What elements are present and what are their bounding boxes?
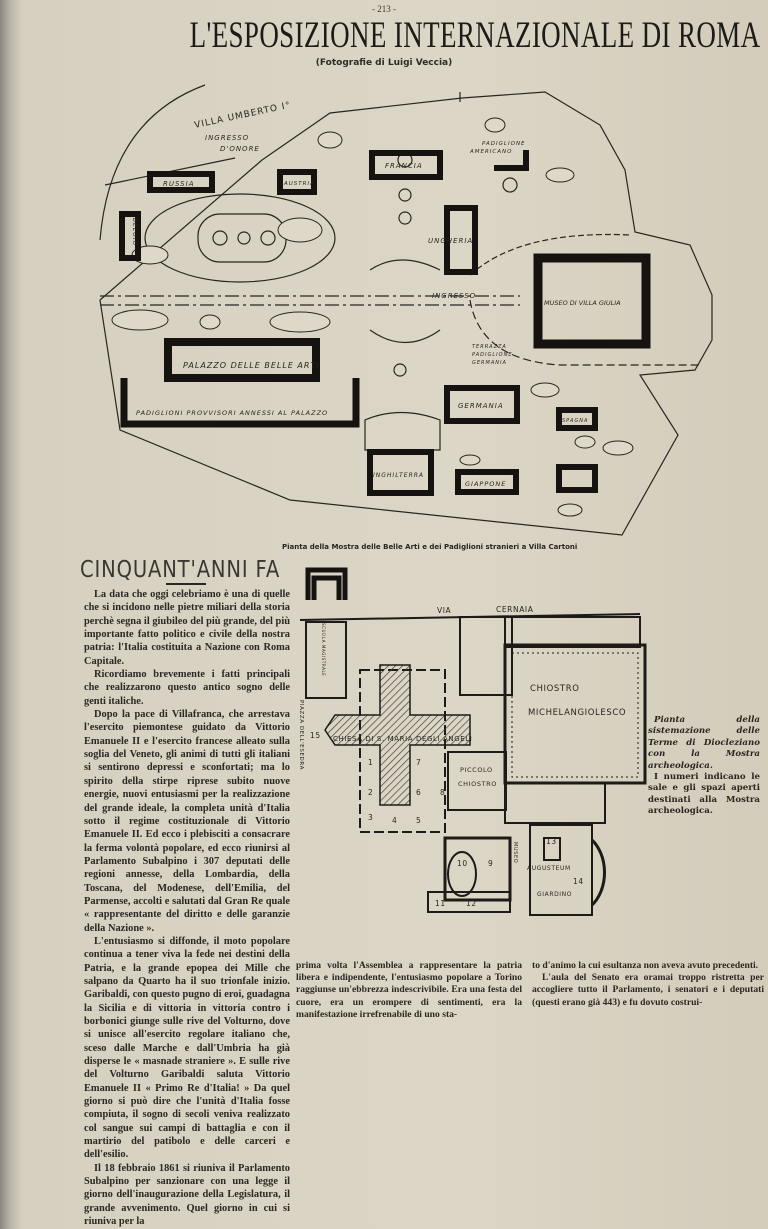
label-ingresso-onore-1: INGRESSO bbox=[205, 134, 249, 142]
label-ingresso: INGRESSO bbox=[432, 292, 476, 300]
pavilion-unnamed bbox=[556, 464, 598, 493]
palace-fine-arts bbox=[164, 338, 320, 382]
label-ungheria: UNGHERIA bbox=[428, 237, 473, 245]
plan-room-number: 2 bbox=[368, 788, 373, 797]
label-terrazza-2: PADIGLIONE bbox=[472, 352, 512, 358]
plan-room-number: 8 bbox=[440, 788, 445, 797]
temporary-pavilions bbox=[120, 378, 360, 428]
page-title-text: L'ESPOSIZIONE INTERNAZIONALE DI ROMA bbox=[189, 15, 761, 56]
pavilion-japan bbox=[455, 469, 519, 495]
plan-label-via: VIA bbox=[437, 606, 452, 615]
plan-label-chiesa: CHIESA DI S. MARIA DEGLI ANGELI bbox=[333, 735, 472, 743]
label-padiglioni: PADIGLIONI PROVVISORI ANNESSI AL PALAZZO bbox=[136, 409, 328, 417]
plan-room-number: 5 bbox=[416, 816, 421, 825]
plan-caption: Pianta della sistemazione delle Terme di… bbox=[648, 715, 760, 818]
plan-label-piccolo-chiostro: CHIOSTRO bbox=[458, 780, 497, 788]
label-americano-2: AMERICANO bbox=[469, 149, 512, 155]
label-terrazza-3: GERMANIA bbox=[472, 360, 507, 366]
plan-room-number: 9 bbox=[488, 859, 493, 868]
plan-room-number: 4 bbox=[392, 816, 397, 825]
article-column-bottom-2: to d'animo la cui esultanza non aveva av… bbox=[532, 960, 764, 1009]
label-giappone: GIAPPONE bbox=[465, 480, 506, 488]
map-pavilions bbox=[119, 150, 651, 496]
plan-room-number: 11 bbox=[435, 899, 446, 908]
pavilion-england bbox=[367, 449, 434, 496]
article-heading: CINQUANT'ANNI FA bbox=[80, 557, 281, 583]
plan-label-cernaia: CERNAIA bbox=[496, 605, 534, 614]
pavilion-america bbox=[494, 150, 529, 171]
plan-caption-paragraph: Pianta della sistemazione delle Terme di… bbox=[648, 715, 760, 771]
plan-label-piccolo: PICCOLO bbox=[460, 766, 493, 774]
plan-room-number: 13 bbox=[546, 837, 557, 846]
article-paragraph: prima volta l'Assemblea a rappresentare … bbox=[296, 960, 522, 1020]
article-paragraph: to d'animo la cui esultanza non aveva av… bbox=[532, 960, 759, 971]
map-caption: Pianta della Mostra delle Belle Arti e d… bbox=[282, 543, 578, 551]
floor-plan: VIA CERNAIA CHIOSTRO MICHELANGIOLESCO CH… bbox=[298, 567, 647, 916]
page-number: - 213 - bbox=[372, 4, 396, 14]
plan-room-number: 6 bbox=[416, 788, 421, 797]
plan-room-number: 15 bbox=[310, 731, 321, 740]
plan-room-number: 3 bbox=[368, 813, 373, 822]
pavilion-russia bbox=[147, 171, 215, 193]
map-gardens bbox=[111, 117, 634, 517]
label-palazzo: PALAZZO DELLE BELLE ARTI bbox=[183, 361, 320, 370]
pavilion-spain bbox=[556, 407, 598, 431]
pavilion-germany bbox=[444, 385, 520, 424]
plan-room-number: 12 bbox=[466, 899, 477, 908]
article-paragraph: L'entusiasmo si diffonde, il moto popola… bbox=[84, 935, 290, 1161]
pavilion-hungary bbox=[444, 205, 478, 275]
pavilion-belgium bbox=[119, 211, 141, 261]
plan-room-number: 1 bbox=[368, 758, 373, 767]
page-title: L'ESPOSIZIONE INTERNAZIONALE DI ROMA bbox=[84, 14, 761, 57]
article-paragraph: L'aula del Senato era oramai troppo rist… bbox=[532, 972, 764, 1008]
article-paragraph: Ricordiamo brevemente i fatti principali… bbox=[84, 669, 290, 707]
label-terrazza-1: TERRAZZA bbox=[472, 344, 507, 350]
label-austria: AUSTRIA bbox=[283, 181, 315, 187]
museum-villa-giulia bbox=[533, 253, 651, 349]
plan-label-museo: MUSEO bbox=[512, 842, 518, 863]
label-villa-umberto: VILLA UMBERTO I° bbox=[194, 101, 292, 131]
label-americano-1: PADIGLIONE bbox=[482, 141, 526, 147]
plan-label-piazza: PIAZZA DELL'ESEDRA bbox=[298, 700, 304, 770]
label-francia: FRANCIA bbox=[385, 162, 423, 170]
heading-divider bbox=[166, 583, 206, 585]
plan-caption-paragraph: I numeri indicano le sale e gli spazi ap… bbox=[648, 772, 760, 817]
label-inghilterra: INGHILTERRA bbox=[373, 472, 424, 479]
plan-label-michelangiolesco: MICHELANGIOLESCO bbox=[528, 708, 626, 718]
pavilion-france bbox=[369, 150, 443, 180]
photo-credit: (Fotografie di Luigi Veccia) bbox=[315, 58, 453, 68]
label-spagna: SPAGNA bbox=[562, 418, 588, 424]
article-paragraph: La data che oggi celebriamo è una di que… bbox=[84, 589, 290, 667]
plan-label-augusteum: AUGUSTEUM bbox=[527, 865, 571, 872]
article-paragraph: Il 18 febbraio 1861 si riuniva il Parlam… bbox=[84, 1162, 290, 1228]
label-belgio: BELGIO bbox=[131, 218, 138, 246]
plan-room-number: 10 bbox=[457, 859, 468, 868]
label-ingresso-onore-2: D'ONORE bbox=[220, 145, 260, 153]
label-russia: RUSSIA bbox=[163, 180, 194, 188]
plan-label-giardino: GIARDINO bbox=[537, 891, 572, 898]
plan-label-scuola: SCUOLA MAGISTRALE bbox=[321, 623, 326, 676]
label-germania: GERMANIA bbox=[458, 402, 504, 410]
pavilion-austria bbox=[277, 169, 317, 195]
article-column-bottom-1: prima volta l'Assemblea a rappresentare … bbox=[296, 960, 522, 1021]
exhibition-map: VILLA UMBERTO I° INGRESSO D'ONORE RUSSIA… bbox=[99, 84, 713, 916]
plan-room-number: 14 bbox=[573, 877, 584, 886]
article-column-left: La data che oggi celebriamo è una di que… bbox=[84, 588, 290, 1229]
label-museo: MUSEO DI VILLA GIULIA bbox=[544, 299, 621, 307]
plan-label-chiostro: CHIOSTRO bbox=[530, 684, 580, 694]
article-paragraph: Dopo la pace di Villafranca, che arresta… bbox=[84, 709, 290, 934]
plan-room-number: 7 bbox=[416, 758, 421, 767]
